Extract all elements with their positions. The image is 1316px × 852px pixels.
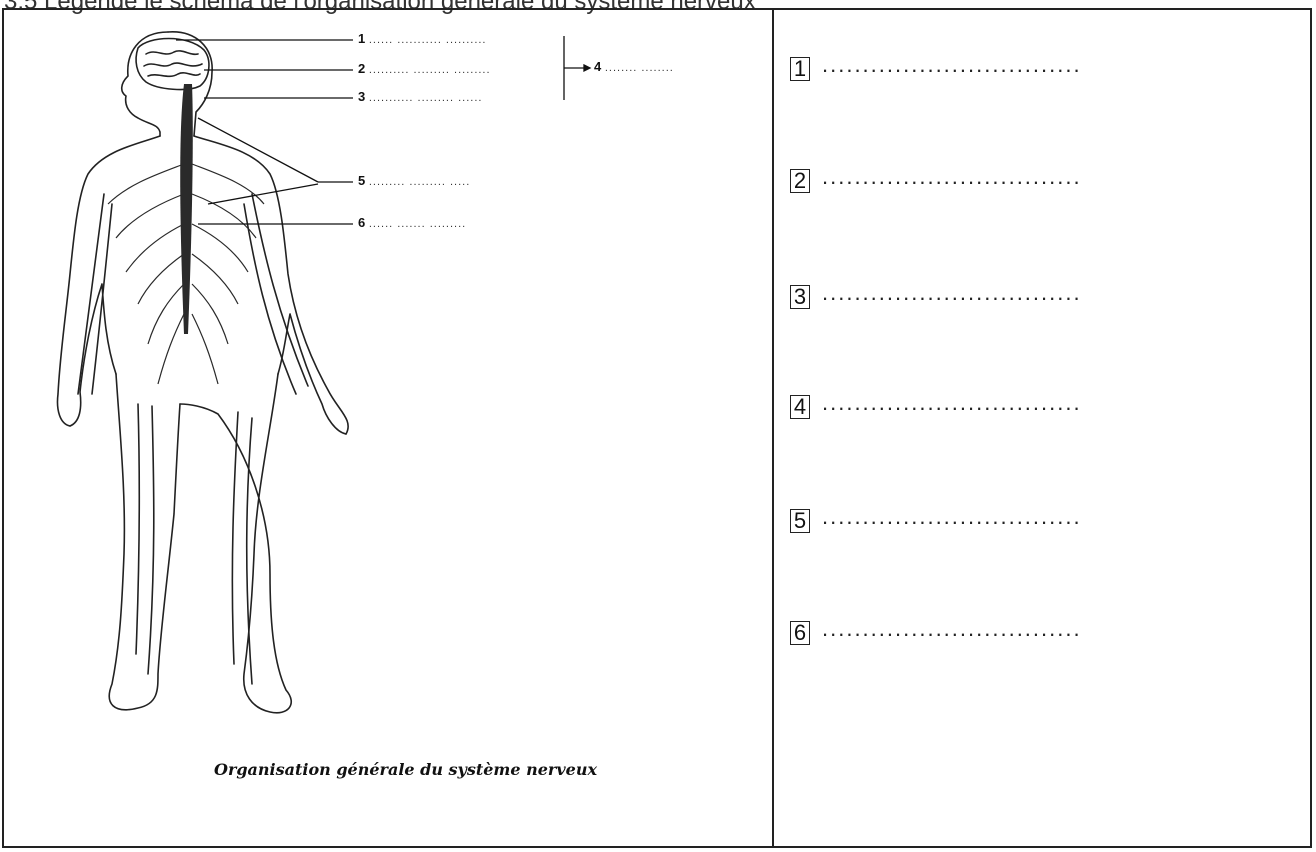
label-3-number: 3 [358,89,365,104]
nervous-system-diagram: 1 ...... ........... .......... 2 ......… [8,14,768,734]
label-6-number: 6 [358,215,365,230]
answer-line-3[interactable]: ................................ [822,280,1082,306]
label-5-number: 5 [358,173,365,188]
answer-row-2[interactable]: 2 ................................ [790,166,1082,196]
label-6-blank: ...... ....... ......... [369,218,466,230]
label-2-number: 2 [358,61,365,76]
label-1-blank: ...... ........... .......... [369,34,487,46]
body-illustration [8,14,768,734]
label-2: 2 .......... ......... ......... [358,61,491,76]
spinal-cord [180,84,193,334]
answer-line-1[interactable]: ................................ [822,52,1082,78]
answer-line-6[interactable]: ................................ [822,616,1082,642]
label-5: 5 ......... ......... ..... [358,173,470,188]
label-1: 1 ...... ........... .......... [358,31,487,46]
answer-number-3: 3 [790,285,810,309]
label-3-blank: ........... ......... ...... [369,92,483,104]
answer-line-4[interactable]: ................................ [822,390,1082,416]
head-outline [122,32,168,136]
label-4: 4 ........ ........ [594,59,674,74]
answer-number-6: 6 [790,621,810,645]
answer-row-4[interactable]: 4 ................................ [790,392,1082,422]
answer-number-2: 2 [790,169,810,193]
answer-number-1: 1 [790,57,810,81]
diagram-caption: Organisation générale du système nerveux [214,760,597,779]
label-6: 6 ...... ....... ......... [358,215,466,230]
answer-row-3[interactable]: 3 ................................ [790,282,1082,312]
column-divider [772,8,774,848]
legs-outline [109,374,180,710]
label-2-blank: .......... ......... ......... [369,64,491,76]
answer-line-2[interactable]: ................................ [822,164,1082,190]
answer-number-5: 5 [790,509,810,533]
answer-number-4: 4 [790,395,810,419]
label-4-blank: ........ ........ [605,62,674,74]
label-5-blank: ......... ......... ..... [369,176,470,188]
answer-row-6[interactable]: 6 ................................ [790,618,1082,648]
label-4-number: 4 [594,59,601,74]
label-3: 3 ........... ......... ...... [358,89,482,104]
answer-row-5[interactable]: 5 ................................ [790,506,1082,536]
label-1-number: 1 [358,31,365,46]
answer-row-1[interactable]: 1 ................................ [790,54,1082,84]
answer-line-5[interactable]: ................................ [822,504,1082,530]
